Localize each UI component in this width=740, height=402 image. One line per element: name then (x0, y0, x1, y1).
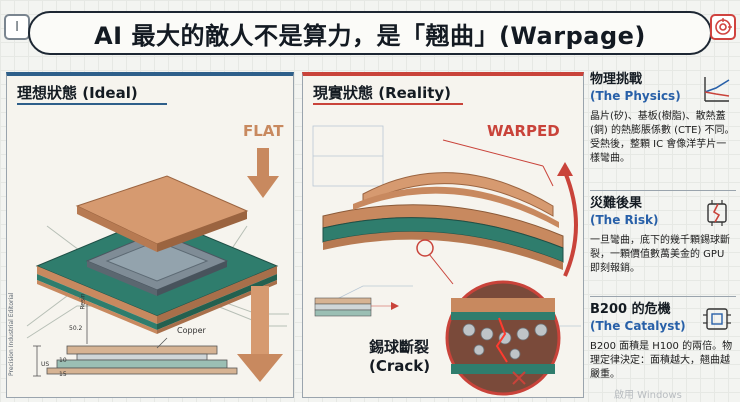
ideal-chip-illustration: US 10 15 50.2 (26, 148, 289, 382)
resin-label: Resin (79, 293, 87, 310)
warped-substrate (322, 204, 564, 270)
reality-heading: 現實狀態 (Reality) (313, 84, 452, 102)
warp-dimension-arrow (442, 139, 554, 187)
zoom-line (428, 253, 454, 285)
title-banner: AI 最大的敵人不是算力，是「翹曲」(Warpage) (28, 11, 712, 55)
risk-title: 災難後果 (590, 196, 643, 211)
dim-label-502: 50.2 (69, 325, 83, 332)
header-left-icon: I (4, 14, 30, 40)
dim-label-15: 15 (59, 371, 67, 378)
zoom-origin-ring (416, 239, 434, 257)
info-sidebar: 物理挑戰 (The Physics) 晶片(矽)、基板(樹脂)、散熱蓋(銅) 的… (590, 72, 736, 398)
ideal-heading: 理想狀態 (Ideal) (17, 84, 138, 102)
warped-curved-arrow (557, 162, 578, 277)
sidebar-divider-1 (590, 190, 736, 191)
crack-magnifier (445, 280, 561, 396)
side-note: Precision Industrial Editorial (8, 292, 15, 377)
gpu-chip-icon (703, 308, 731, 330)
risk-body: 一旦彎曲，底下的幾千顆錫球斷裂，一顆價值數萬美金的 GPU 即刻報銷。 (590, 235, 730, 274)
risk-subtitle: (The Risk) (590, 213, 659, 227)
flat-label: FLAT (243, 122, 284, 140)
warped-label: WARPED (487, 122, 560, 140)
catalyst-section: B200 的危機 (The Catalyst) B200 面積是 H100 的兩… (590, 302, 736, 382)
cross-section-diagram (33, 304, 238, 377)
catalyst-body: B200 面積是 H100 的兩倍。物理定律決定：面積越大，翹曲越嚴重。 (590, 341, 733, 380)
warped-chip-illustration (312, 125, 581, 396)
reality-panel: 現實狀態 (Reality) (302, 72, 584, 398)
flat-down-arrow (247, 148, 279, 198)
copper-lid (75, 175, 249, 252)
page-title: AI 最大的敵人不是算力，是「翹曲」(Warpage) (94, 21, 646, 50)
target-icon (710, 14, 736, 40)
broken-chip-icon (707, 200, 727, 226)
silicon-die (85, 231, 229, 296)
reality-heading-underline (313, 103, 463, 105)
windows-watermark: 啟用 Windows (614, 390, 682, 401)
dim-label-10: 10 (59, 357, 67, 364)
ideal-panel: 理想狀態 (Ideal) (6, 72, 294, 398)
copper-label: Copper (177, 326, 206, 335)
ideal-heading-underline (17, 103, 167, 105)
big-down-arrow (237, 286, 283, 382)
sidebar-divider-2 (590, 296, 736, 297)
physics-subtitle: (The Physics) (590, 89, 681, 103)
crack-label: 錫球斷裂 (Crack) (369, 338, 430, 376)
physics-body: 晶片(矽)、基板(樹脂)、散熱蓋(銅) 的熱膨脹係數 (CTE) 不同。受熱後，… (590, 111, 735, 164)
physics-title: 物理挑戰 (590, 72, 643, 87)
risk-section: 災難後果 (The Risk) 一旦彎曲，底下的幾千顆錫球斷裂，一顆價值數萬美金… (590, 196, 736, 276)
warped-lid (353, 172, 559, 228)
expansion-graph-icon (704, 77, 730, 102)
crack-label-en: (Crack) (369, 357, 431, 375)
dim-label-us: US (41, 361, 49, 368)
catalyst-title: B200 的危機 (590, 302, 671, 317)
physics-section: 物理挑戰 (The Physics) 晶片(矽)、基板(樹脂)、散熱蓋(銅) 的… (590, 72, 736, 166)
mini-cross-section (314, 297, 399, 317)
crack-label-zh: 錫球斷裂 (369, 338, 430, 356)
catalyst-subtitle: (The Catalyst) (590, 319, 686, 333)
